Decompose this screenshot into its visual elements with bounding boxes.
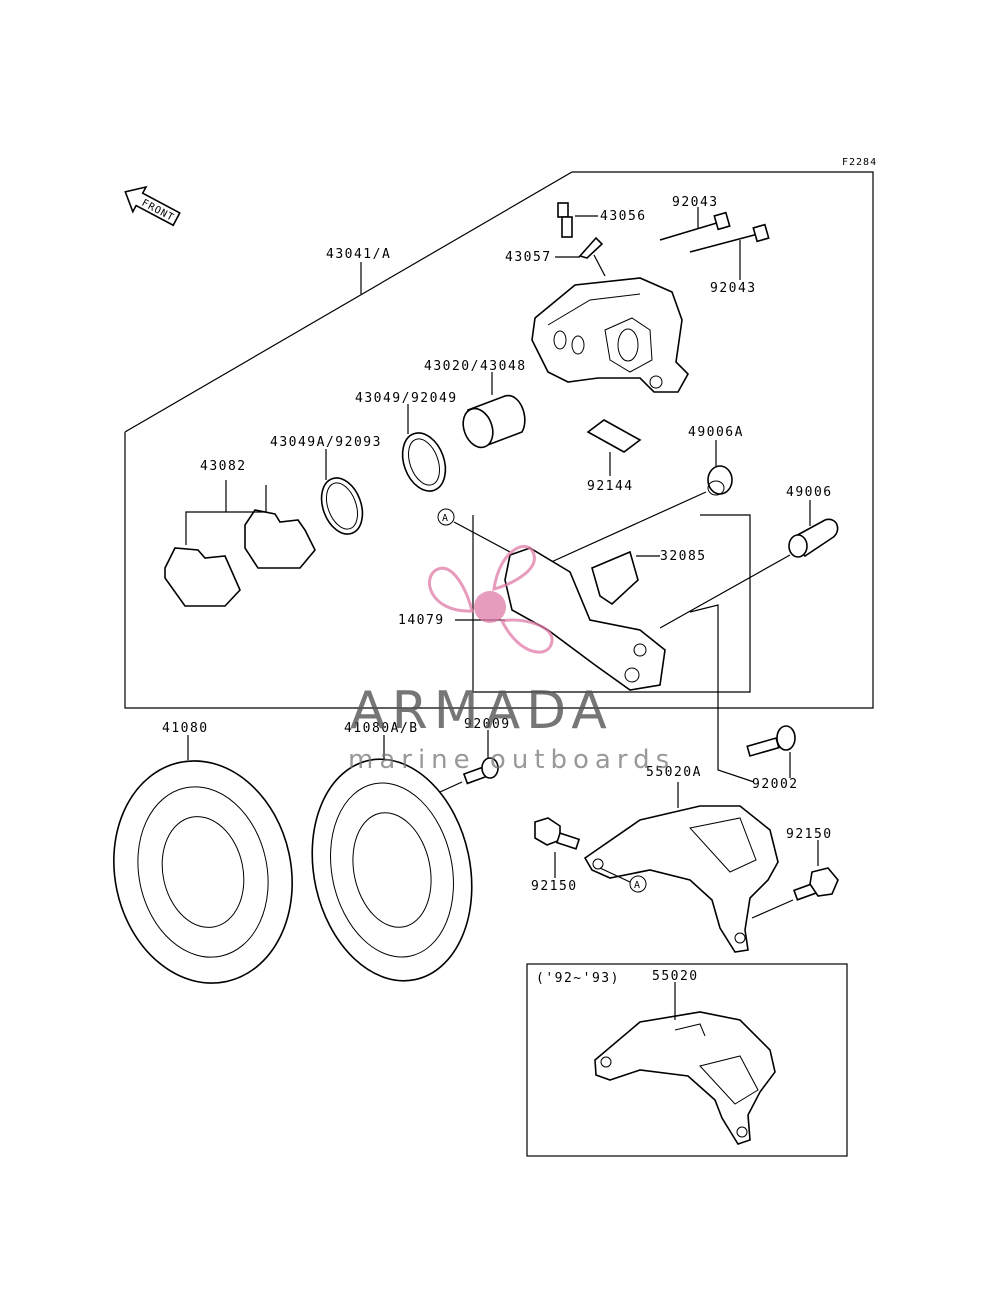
label-holder: 14079 bbox=[398, 613, 445, 628]
boot-a bbox=[537, 440, 733, 569]
holder-frame bbox=[472, 514, 751, 693]
label-dust-seal: 43049A/92093 bbox=[270, 435, 382, 450]
leader-holder-bracket bbox=[689, 604, 755, 783]
variant-frame bbox=[526, 963, 848, 1157]
brake-disc-ab bbox=[311, 735, 473, 982]
label-guard: 55020 bbox=[652, 969, 699, 984]
label-disc-ab: 41080A/B bbox=[344, 721, 419, 736]
front-arrow-icon: FRONT bbox=[124, 185, 181, 227]
pad-spring bbox=[591, 550, 660, 606]
label-boot-a: 49006A bbox=[688, 425, 744, 440]
caliper-holder bbox=[455, 547, 666, 691]
label-guard-a: 55020A bbox=[646, 765, 702, 780]
assembly-frame bbox=[124, 171, 874, 709]
spring bbox=[586, 419, 642, 476]
watermark-title: ARMADA bbox=[350, 681, 613, 741]
brake-guard-a bbox=[583, 782, 779, 953]
label-bolt-left: 92150 bbox=[531, 879, 578, 894]
label-piston: 43020/43048 bbox=[424, 359, 527, 374]
label-caliper-assy: 43041/A bbox=[326, 247, 391, 262]
ref-a-bottom-text: A bbox=[634, 880, 641, 891]
label-pin-lower: 92043 bbox=[710, 281, 757, 296]
bleed-cap bbox=[555, 236, 606, 277]
caliper-body bbox=[531, 277, 689, 393]
label-pin-upper: 92043 bbox=[672, 195, 719, 210]
label-bleed-cap: 43057 bbox=[505, 250, 552, 265]
brake-pads bbox=[164, 480, 316, 607]
label-boot: 49006 bbox=[786, 485, 833, 500]
label-spring: 92144 bbox=[587, 479, 634, 494]
propeller-icon bbox=[427, 544, 554, 654]
ref-a-bottom: A bbox=[599, 867, 647, 893]
bleed-valve bbox=[557, 202, 598, 238]
piston bbox=[462, 372, 526, 449]
label-bolt-right: 92150 bbox=[786, 827, 833, 842]
boot bbox=[659, 500, 839, 629]
figure-code: F2284 bbox=[842, 157, 877, 168]
brake-guard bbox=[594, 982, 776, 1145]
ref-a-top-text: A bbox=[442, 513, 449, 524]
watermark: ARMADA marine outboards bbox=[348, 544, 675, 775]
label-bolt-upper: 92002 bbox=[752, 777, 799, 792]
disc-screw bbox=[439, 730, 499, 793]
label-pad-spring: 32085 bbox=[660, 549, 707, 564]
label-disc-screw: 92009 bbox=[464, 717, 511, 732]
watermark-subtitle: marine outboards bbox=[348, 745, 675, 775]
bolt-left bbox=[534, 817, 581, 878]
label-piston-seal: 43049/92049 bbox=[355, 391, 458, 406]
year-note: ('92~'93) bbox=[536, 971, 620, 986]
brake-disc bbox=[113, 735, 293, 984]
bolt-upper bbox=[746, 725, 796, 778]
piston-seal bbox=[401, 404, 447, 492]
label-pads: 43082 bbox=[200, 459, 247, 474]
bolt-right bbox=[751, 840, 839, 919]
ref-a-top: A bbox=[437, 508, 511, 553]
dust-seal bbox=[320, 449, 364, 535]
label-disc: 41080 bbox=[162, 721, 209, 736]
pin-lower bbox=[689, 223, 770, 280]
label-bleed-valve: 43056 bbox=[600, 209, 647, 224]
pin-upper bbox=[659, 207, 731, 241]
